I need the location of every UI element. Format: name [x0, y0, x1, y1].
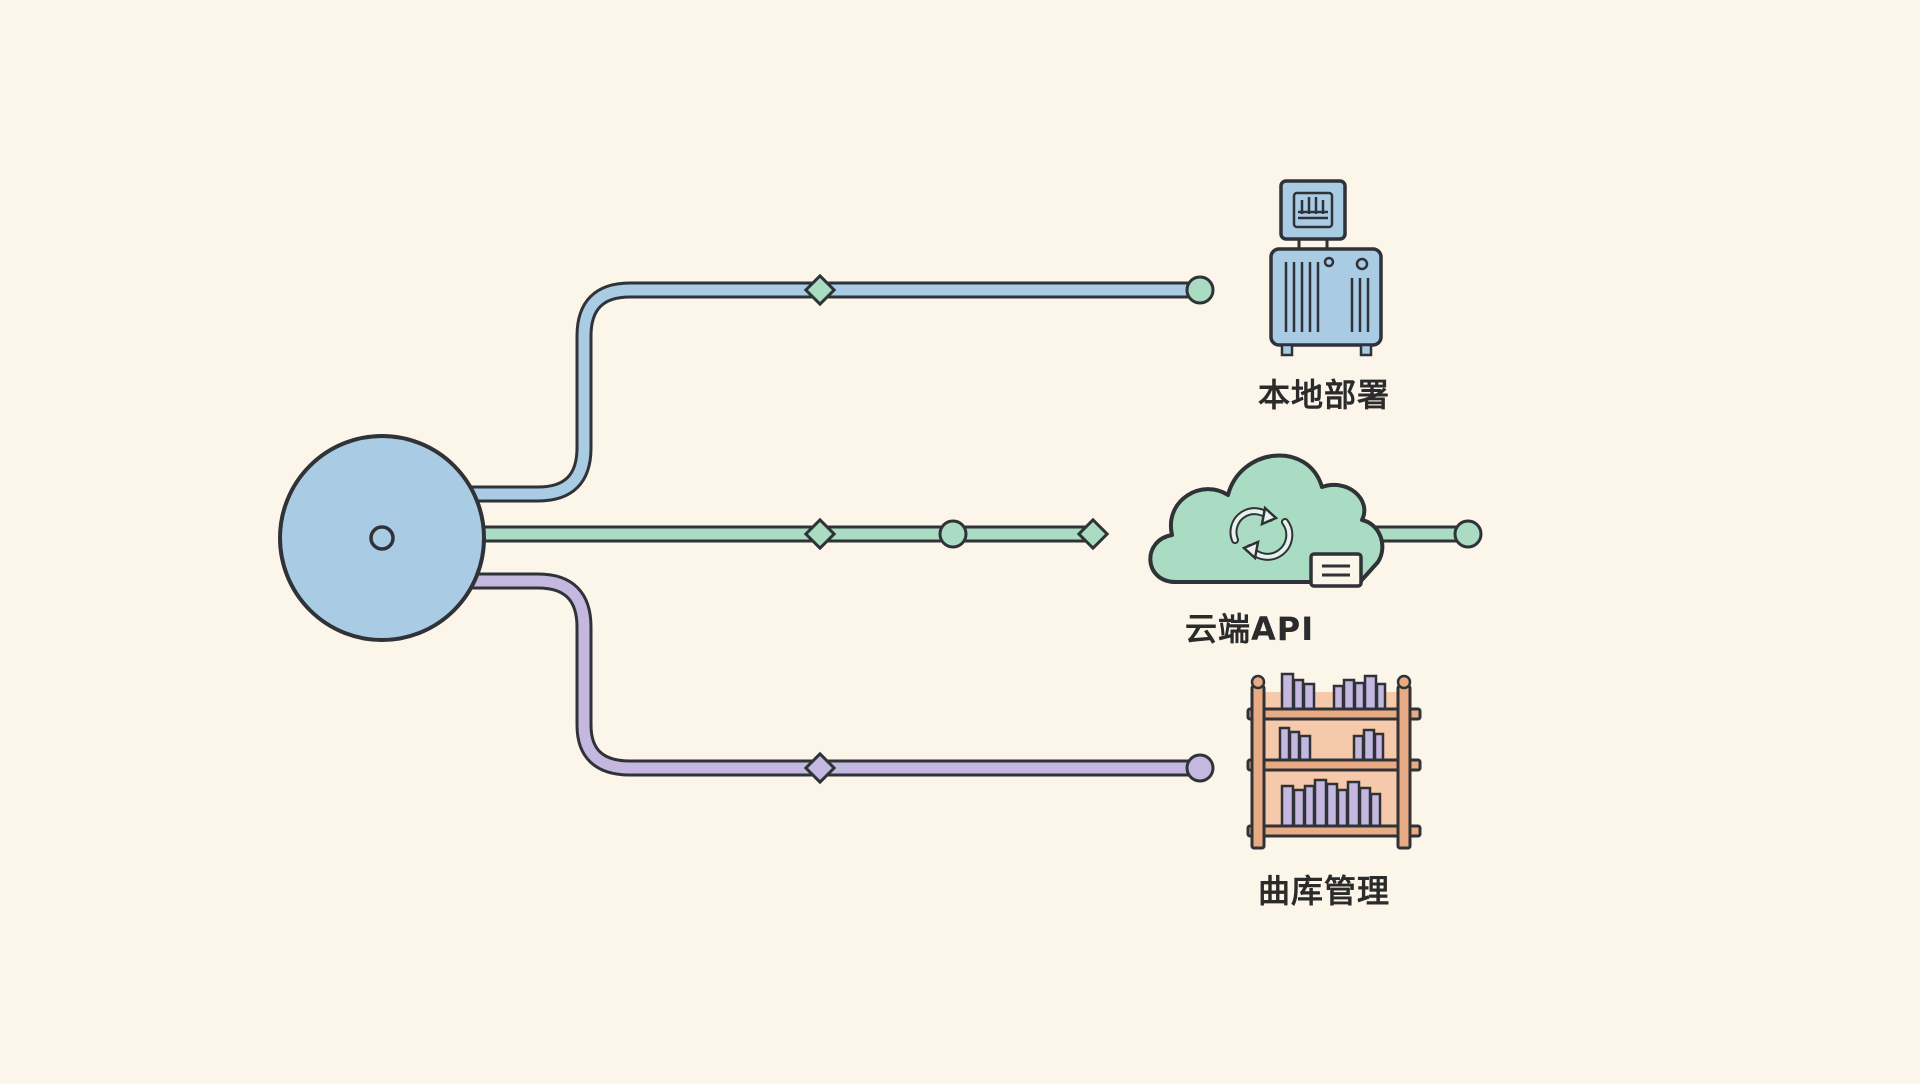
branch-cloud-circle-node	[938, 519, 968, 549]
server-chip-icon	[1269, 179, 1383, 357]
branch-library	[461, 572, 1215, 785]
branch-local-end-node	[1185, 275, 1215, 305]
label-local-deployment: 本地部署	[1258, 376, 1391, 414]
bookshelf-icon	[1246, 672, 1422, 850]
hub-disc-icon	[278, 434, 486, 642]
branch-library-diamond-node	[803, 751, 837, 785]
branch-cloud-diamond-node-2	[1076, 517, 1110, 551]
branch-cloud-diamond-node-1	[803, 517, 837, 551]
label-library-management: 曲库管理	[1258, 872, 1391, 910]
label-cloud-api: 云端API	[1185, 610, 1315, 648]
branch-local-diamond-node	[803, 273, 837, 307]
branch-local	[461, 273, 1215, 503]
branch-cloud-end-node	[1453, 519, 1483, 549]
cloud-sync-icon	[1148, 453, 1385, 588]
branch-library-end-node	[1185, 753, 1215, 783]
